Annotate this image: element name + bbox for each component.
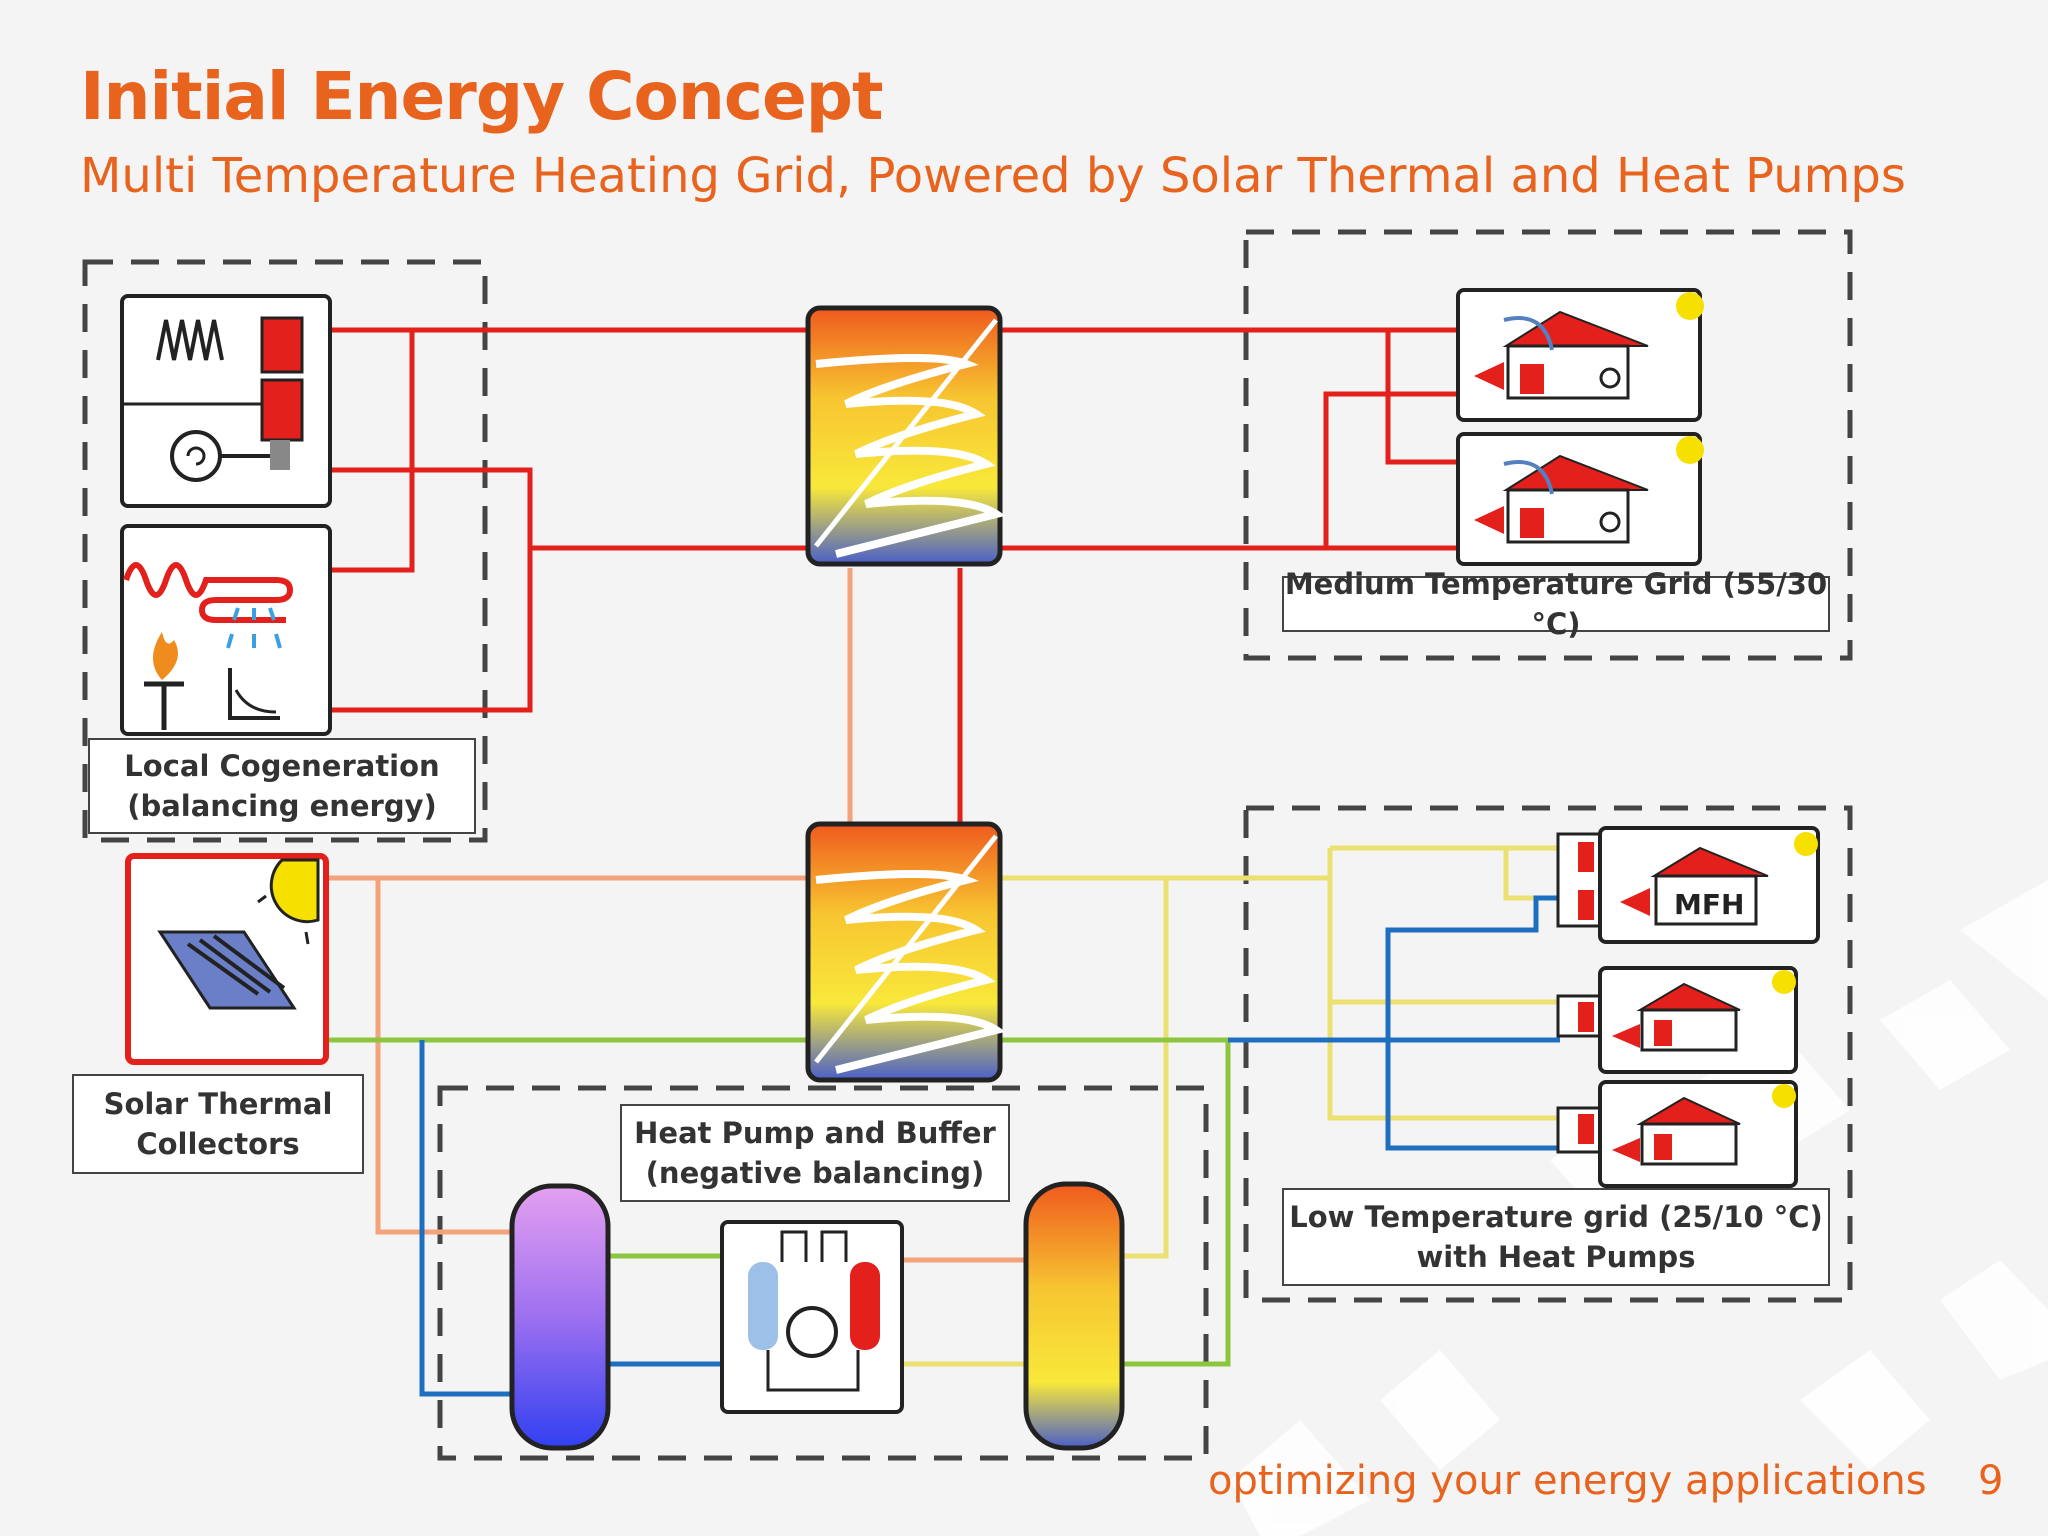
cogeneration-label-line1: Local Cogeneration	[124, 749, 440, 783]
solar-collector	[125, 853, 329, 1065]
footer-tagline: optimizing your energy applications	[1208, 1458, 1927, 1504]
solar-collector-label: Solar Thermal Collectors	[72, 1074, 364, 1174]
mfh-label: MFH	[1674, 888, 1744, 921]
low-grid-house-2	[1556, 1080, 1798, 1188]
boiler-unit	[120, 524, 332, 736]
medium-grid-heat-exchanger	[805, 305, 1006, 567]
low-grid-house-1	[1556, 966, 1798, 1074]
solar-label-line1: Solar Thermal	[103, 1087, 333, 1121]
low-grid-label-line2: with Heat Pumps	[1416, 1240, 1696, 1274]
page-title: Initial Energy Concept	[80, 58, 884, 135]
medium-grid-label: Medium Temperature Grid (55/30 °C)	[1282, 567, 1830, 641]
low-grid-label-line1: Low Temperature grid (25/10 °C)	[1289, 1200, 1823, 1234]
heatpump-label-line2: (negative balancing)	[645, 1156, 985, 1190]
page-subtitle: Multi Temperature Heating Grid, Powered …	[80, 148, 1906, 204]
low-temp-supply-pipes	[900, 845, 1560, 1367]
medium-grid-house-1	[1456, 288, 1704, 422]
heatpump-group-border	[437, 1085, 1209, 1461]
cogeneration-group-border	[82, 259, 488, 843]
cold-return-pipes	[419, 895, 1560, 1397]
cogeneration-label-line2: (balancing energy)	[127, 789, 437, 823]
green-pipes	[325, 1037, 1231, 1367]
low-grid-group-border	[1243, 805, 1853, 1303]
page-number: 9	[1978, 1458, 2004, 1504]
heat-pump-unit	[720, 1220, 904, 1414]
heatpump-buffer-label: Heat Pump and Buffer (negative balancing…	[620, 1104, 1010, 1202]
medium-grid-group-border	[1243, 229, 1853, 661]
cogeneration-label: Local Cogeneration (balancing energy)	[88, 738, 476, 834]
heatpump-label-line1: Heat Pump and Buffer	[634, 1116, 996, 1150]
medium-grid-label-text: Medium Temperature Grid (55/30 °C)	[1284, 567, 1828, 641]
hot-pipes	[330, 327, 1460, 822]
low-grid-label: Low Temperature grid (25/10 °C) with Hea…	[1282, 1188, 1830, 1286]
hot-buffer-tank	[1023, 1181, 1125, 1451]
low-grid-heat-exchanger	[805, 821, 1006, 1083]
solar-label-line2: Collectors	[136, 1127, 300, 1161]
low-grid-mfh-building	[1556, 826, 1820, 944]
chp-unit	[120, 294, 332, 508]
cold-buffer-tank	[509, 1183, 611, 1451]
warm-pipes	[325, 568, 1030, 1263]
medium-grid-house-2	[1456, 432, 1704, 566]
